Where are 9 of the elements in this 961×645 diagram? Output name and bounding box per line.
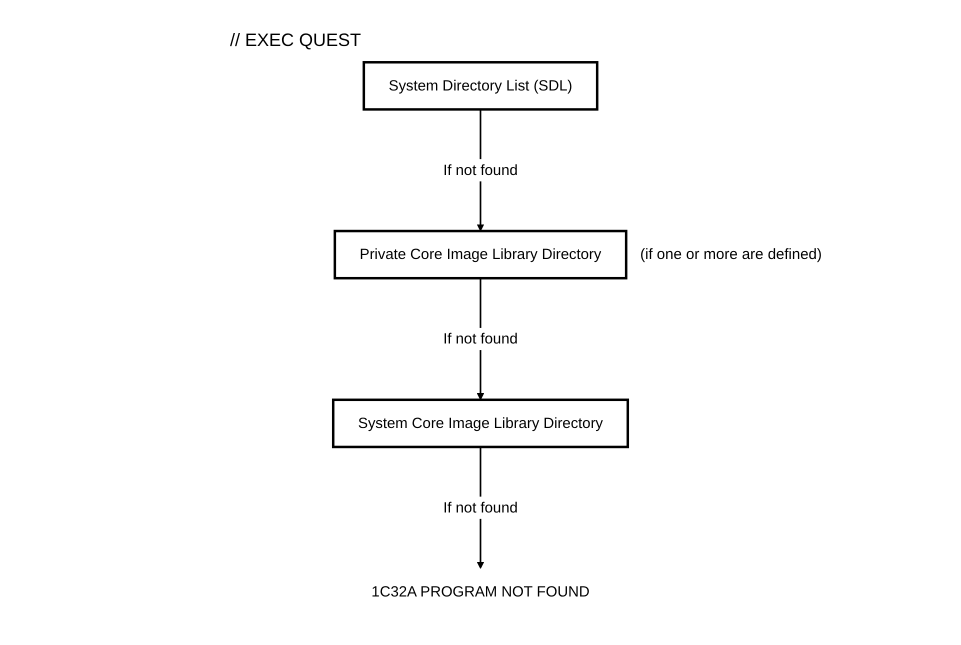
edge-label: If not found	[443, 330, 518, 347]
edge-label: If not found	[443, 162, 518, 178]
node-box: System Core Image Library Directory	[332, 398, 630, 448]
node-text: 1C32A PROGRAM NOT FOUND	[371, 583, 590, 600]
statement-text: // EXEC QUEST	[230, 30, 362, 51]
node-box: Private Core Image Library Directory	[334, 230, 628, 280]
edge-label: If not found	[443, 499, 518, 516]
node-box: System Directory List (SDL)	[362, 61, 598, 111]
note-text: (if one or more are defined)	[640, 246, 822, 263]
